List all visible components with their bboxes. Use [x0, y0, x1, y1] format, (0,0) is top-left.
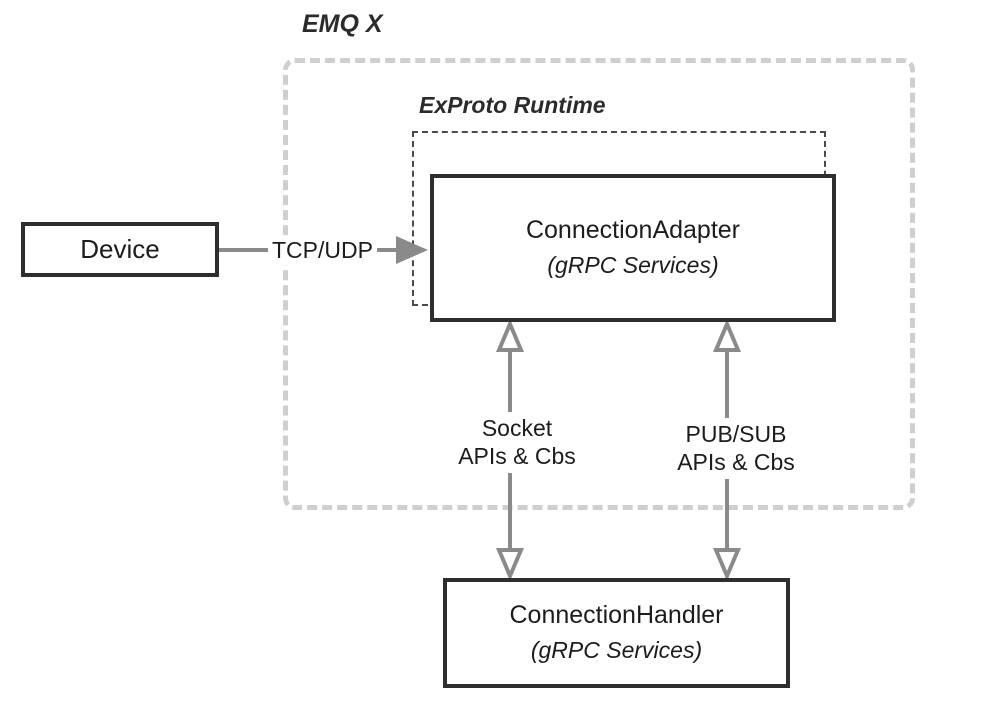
pubsub-apis-label: PUB/SUB APIs & Cbs: [665, 418, 807, 480]
tcp-udp-label: TCP/UDP: [268, 236, 377, 266]
node-connection-adapter-title: ConnectionAdapter: [525, 216, 741, 245]
pubsub-apis-label-line2: APIs & Cbs: [677, 448, 795, 475]
node-connection-adapter-subtitle: (gRPC Services): [547, 251, 719, 278]
node-connection-handler-subtitle: (gRPC Services): [530, 636, 703, 663]
node-connection-adapter[interactable]: ConnectionAdapter (gRPC Services): [430, 174, 836, 322]
socket-arrowhead-down-icon: [495, 548, 525, 582]
node-device-title: Device: [80, 234, 160, 265]
emqx-boundary: [283, 58, 915, 510]
node-connection-handler-title: ConnectionHandler: [509, 601, 724, 630]
node-device[interactable]: Device: [21, 222, 219, 277]
socket-apis-label-line2: APIs & Cbs: [458, 442, 576, 469]
emqx-boundary-label: EMQ X: [302, 10, 383, 38]
socket-apis-label-line1: Socket: [481, 415, 553, 441]
pubsub-arrowhead-down-icon: [712, 548, 742, 582]
pubsub-apis-label-line1: PUB/SUB: [685, 421, 787, 447]
exproto-runtime-boundary-label: ExProto Runtime: [419, 92, 606, 118]
socket-apis-label: Socket APIs & Cbs: [451, 412, 583, 474]
node-connection-handler[interactable]: ConnectionHandler (gRPC Services): [443, 578, 790, 688]
